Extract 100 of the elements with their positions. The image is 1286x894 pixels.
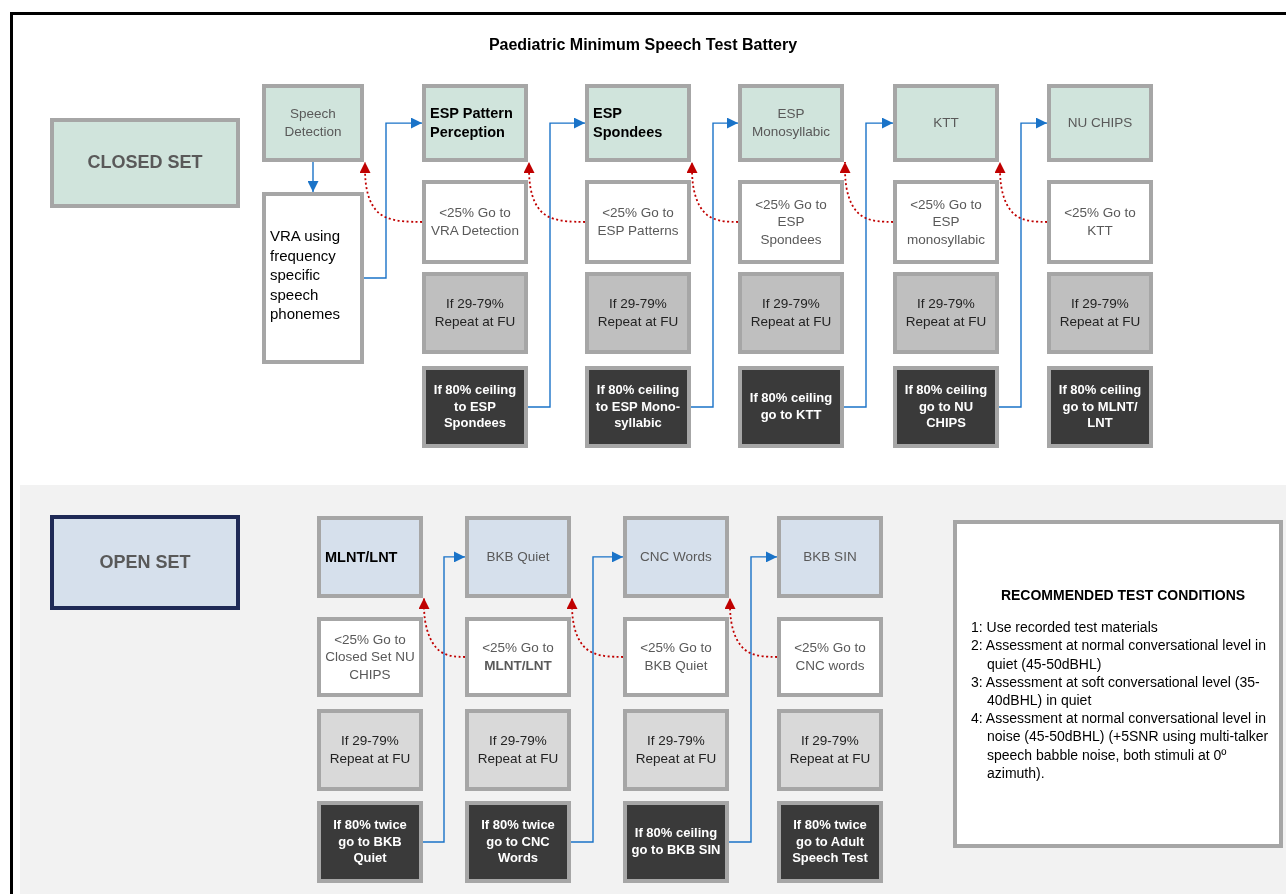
arrow <box>422 551 466 843</box>
dotted-arrow <box>359 161 423 223</box>
test-box <box>738 84 844 162</box>
test-box <box>262 84 364 162</box>
node-label: BKB Quiet <box>486 548 550 566</box>
node-label: If 80% ceiling to ESP Spondees <box>432 381 518 433</box>
node-label: If 29-79% Repeat at FU <box>1058 295 1142 331</box>
dotted-arrow <box>994 161 1048 223</box>
dotted-arrow <box>418 597 466 658</box>
node-label: If 80% ceiling go to NU CHIPS <box>903 381 989 433</box>
dotted-arrow <box>566 597 624 658</box>
fallback-box <box>623 617 729 697</box>
condition-item: 1: Use recorded test materials <box>970 618 1158 637</box>
ceiling-box <box>1047 366 1153 448</box>
node-label: KTT <box>933 114 959 132</box>
fallback-box <box>738 180 844 264</box>
fallback-box <box>777 617 883 697</box>
node-label: If 29-79% Repeat at FU <box>596 295 680 331</box>
node-label: ESP Monosyllabic <box>750 105 831 141</box>
repeat-box <box>777 709 883 791</box>
node-label: ESP Pattern Perception <box>430 104 514 142</box>
node-label: <25% Go to MLNT/LNT <box>481 639 555 675</box>
test-box <box>422 84 528 162</box>
test-box <box>585 84 691 162</box>
node-label: <25% Go to ESP monosyllabic <box>905 195 986 249</box>
repeat-box <box>893 272 999 354</box>
ceiling-box <box>623 801 729 883</box>
node-label: If 29-79% Repeat at FU <box>904 295 988 331</box>
arrow <box>843 117 894 408</box>
node-label: If 80% twice go to BKB Quiet <box>332 816 408 868</box>
test-box <box>893 84 999 162</box>
fallback-box <box>585 180 691 264</box>
node-label: If 80% ceiling go to KTT <box>748 390 834 424</box>
repeat-box <box>738 272 844 354</box>
node-label: If 29-79% Repeat at FU <box>328 732 412 768</box>
node-label: <25% Go to Closed Set NU CHIPS <box>325 630 415 684</box>
fallback-box <box>317 617 423 697</box>
condition-item: 2: Assessment at normal conversational level in quiet (45-50dBHL) <box>970 636 1267 673</box>
notes-box <box>953 520 1283 848</box>
condition-item: 3: Assessment at soft conversational level (35-40dBHL) in quiet <box>970 672 1261 710</box>
process-box <box>262 192 364 364</box>
node-label: CLOSED SET <box>87 151 203 175</box>
arrow <box>527 117 586 408</box>
node-label: ESP Spondees <box>593 104 664 142</box>
arrow <box>728 551 778 843</box>
diagram-title: Paediatric Minimum Speech Test Battery <box>487 36 799 54</box>
node-label: <25% Go to ESP Patterns <box>596 204 680 240</box>
category-box <box>50 118 240 208</box>
test-box <box>777 516 883 598</box>
ceiling-box <box>465 801 571 883</box>
fallback-box <box>465 617 571 697</box>
repeat-box <box>623 709 729 791</box>
node-label: If 29-79% Repeat at FU <box>788 732 872 768</box>
repeat-box <box>585 272 691 354</box>
test-box <box>465 516 571 598</box>
arrow <box>307 161 319 193</box>
category-box <box>50 515 240 610</box>
node-label: <25% Go to ESP Spondees <box>754 195 828 249</box>
dotted-arrow <box>724 597 778 658</box>
fallback-box <box>893 180 999 264</box>
ceiling-box <box>585 366 691 448</box>
test-box <box>1047 84 1153 162</box>
node-label: If 29-79% Repeat at FU <box>634 732 718 768</box>
fallback-box <box>1047 180 1153 264</box>
ceiling-box <box>777 801 883 883</box>
repeat-box <box>1047 272 1153 354</box>
node-label: <25% Go to KTT <box>1063 204 1137 240</box>
node-label: OPEN SET <box>99 550 191 574</box>
arrow <box>690 117 739 408</box>
ceiling-box <box>893 366 999 448</box>
repeat-box <box>465 709 571 791</box>
repeat-box <box>422 272 528 354</box>
node-label: If 80% ceiling go to BKB SIN <box>631 825 721 859</box>
arrow <box>363 117 423 279</box>
node-label: If 29-79% Repeat at FU <box>433 295 517 331</box>
test-box <box>623 516 729 598</box>
node-label: MLNT/LNT <box>325 547 398 567</box>
node-label: If 80% ceiling to ESP Mono- syllabic <box>594 381 682 433</box>
node-label: <25% Go to BKB Quiet <box>639 639 713 675</box>
fallback-box <box>422 180 528 264</box>
test-box <box>317 516 423 598</box>
arrow <box>570 551 624 843</box>
dotted-arrow <box>523 161 586 223</box>
node-label: If 29-79% Repeat at FU <box>749 295 833 331</box>
node-label: If 80% twice go to CNC Words <box>480 816 556 868</box>
node-label: If 80% twice go to Adult Speech Test <box>791 816 869 868</box>
ceiling-box <box>738 366 844 448</box>
node-label: <25% Go to VRA Detection <box>430 204 520 240</box>
node-label: BKB SIN <box>803 548 857 566</box>
arrow <box>998 117 1048 408</box>
ceiling-box <box>317 801 423 883</box>
node-label: <25% Go to CNC words <box>793 639 867 675</box>
node-label: If 29-79% Repeat at FU <box>476 732 560 768</box>
repeat-box <box>317 709 423 791</box>
node-label: VRA using frequency specific speech phonemes <box>270 226 342 324</box>
ceiling-box <box>422 366 528 448</box>
condition-item: 4: Assessment at normal conversational level in noise (45-50dBHL) (+5SNR using multi-talker speech babble noise, both stimuli at 0º azimuth). <box>970 709 1270 782</box>
node-label: If 80% ceiling go to MLNT/ LNT <box>1057 381 1143 433</box>
node-label: NU CHIPS <box>1067 114 1133 132</box>
node-label: Speech Detection <box>283 105 343 141</box>
